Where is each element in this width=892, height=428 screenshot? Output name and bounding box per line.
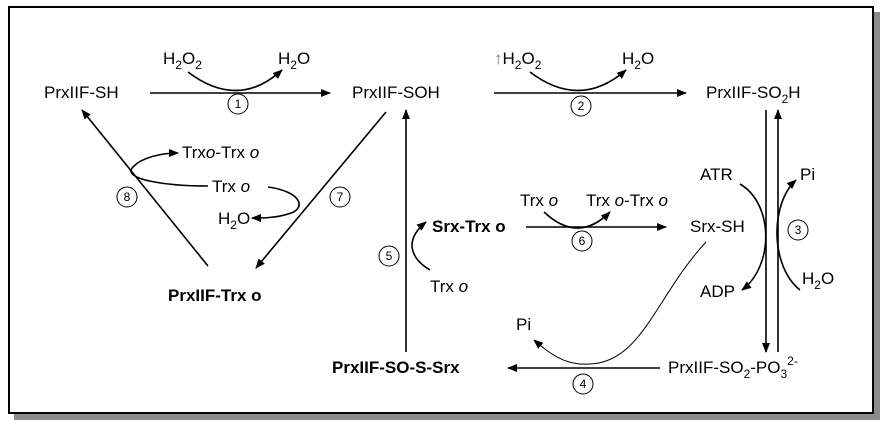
step-circle-8: [116, 186, 138, 208]
node-srx-trx-o: Srx-Trx o: [432, 217, 506, 236]
curve-reaction-2: [529, 69, 627, 92]
label-pi-3: Pi: [800, 165, 815, 184]
arrow-reaction-7: [255, 111, 387, 269]
label-atr: ATR: [700, 165, 733, 184]
label-trx-o-8: Trx o: [212, 177, 250, 196]
curve-reaction-3-left: [739, 183, 767, 291]
step-label-7: 7: [337, 190, 344, 204]
node-prxiif-sh: PrxIIF-SH: [44, 83, 119, 102]
curve-reaction-4: [533, 241, 707, 365]
step-circle-3: [787, 219, 809, 241]
step-circle-2: [570, 95, 592, 117]
step-label-1: 1: [235, 97, 242, 111]
curve-reaction-3-right: [776, 179, 801, 291]
label-pi-4: Pi: [516, 315, 531, 334]
curve-reaction-1: [187, 69, 283, 92]
label-water-3: H2O: [802, 269, 834, 292]
node-prxiif-soh: PrxIIF-SOH: [352, 83, 440, 102]
label-trx-dimer-8: Trxo-Trx o: [182, 143, 259, 162]
label-water-1: H2O: [278, 49, 310, 72]
arrow-reaction-8: [81, 109, 209, 267]
node-prxiif-so-s-srx: PrxIIF-SO-S-Srx: [332, 358, 460, 377]
curve-reaction-6: [543, 211, 611, 229]
step-label-3: 3: [795, 223, 802, 237]
diagram-frame: [8, 6, 874, 414]
step-circle-5: [378, 245, 400, 267]
step-circle-1: [227, 93, 249, 115]
label-trx-dimer-6: Trx o-Trx o: [586, 191, 668, 210]
node-prxiif-so2h: PrxIIF-SO2H: [706, 83, 801, 106]
step-label-5: 5: [386, 249, 393, 263]
node-srx-sh: Srx-SH: [690, 217, 745, 236]
step-circle-7: [329, 186, 351, 208]
curve-reaction-5: [411, 221, 431, 271]
step-label-8: 8: [124, 190, 131, 204]
label-trx-o-5: Trx o: [430, 277, 468, 296]
step-label-2: 2: [578, 99, 585, 113]
label-water-2: H2O: [622, 49, 654, 72]
label-h2o2-2: ↑H2O2: [494, 49, 542, 72]
step-label-4: 4: [580, 377, 587, 391]
label-h2o2-1: H2O2: [163, 49, 202, 72]
curve-reaction-8-b: [251, 186, 300, 222]
curve-reaction-8-a: [130, 149, 209, 187]
step-circle-6: [571, 230, 593, 252]
step-circle-4: [572, 373, 594, 395]
label-adp: ADP: [700, 282, 735, 301]
label-water-8: H2O: [218, 209, 250, 232]
label-trx-o-6: Trx o: [520, 191, 558, 210]
node-prxiif-so2-po3: PrxIIF-SO2-PO32-: [668, 354, 798, 381]
step-label-6: 6: [579, 234, 586, 248]
node-prxiif-trx-o: PrxIIF-Trx o: [168, 286, 262, 305]
